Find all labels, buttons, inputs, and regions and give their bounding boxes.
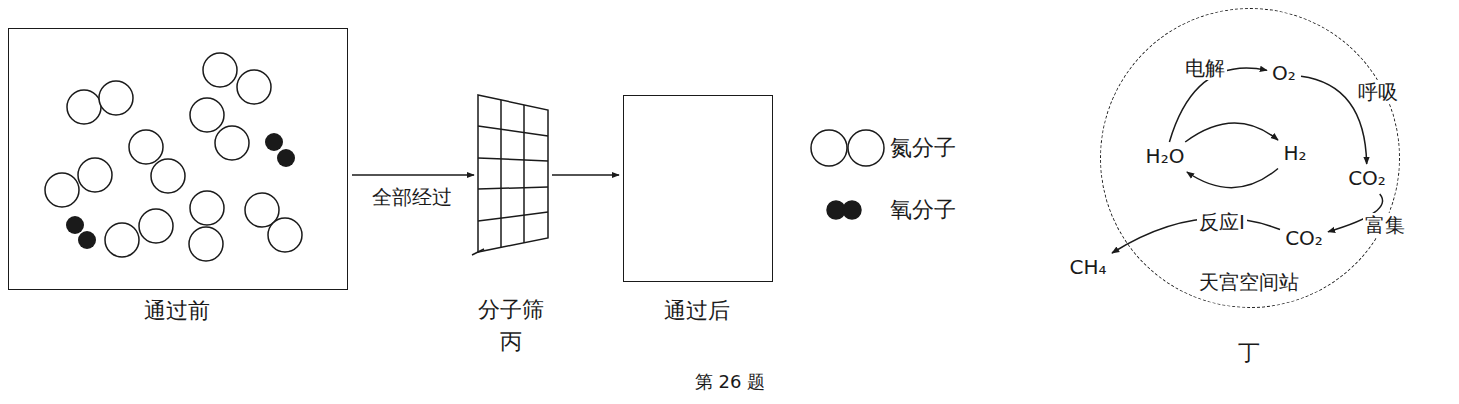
oxygen-sample [827,201,861,219]
legend-text: 氧分子 [890,197,956,223]
region-circle: 天宫空间站丁O₂H₂OH₂CO₂CO₂ [1100,8,1400,308]
arrow-connector [1112,218,1280,253]
edge-label: 全部经过 [370,185,454,209]
nitrogen-molecules [45,53,302,261]
node-title: 天宫空间站 [1199,270,1299,294]
sample-box: 通过后 [623,95,773,282]
arrow-connector [1187,168,1278,187]
formula-label: CO₂ [1282,226,1326,250]
formula-label: O₂ [1269,61,1299,85]
legend-text: 氮分子 [890,135,956,161]
edge-label: 反应Ⅰ [1197,210,1247,234]
sieve-grid [472,95,548,255]
node-title: 通过前 [144,298,210,324]
formula-label: H₂O [1143,144,1188,168]
substance-node: H₂O [1143,144,1188,170]
substance-node: CH₄ [1066,255,1110,281]
edge-label: 富集 [1363,213,1407,237]
figure-label: 丙 [500,329,522,355]
node-title: 分子筛 [478,297,544,323]
formula-label: H₂ [1280,141,1310,165]
formula-label: CH₄ [1066,255,1110,279]
arrow-connector [552,174,619,176]
figure-label: 丁 [1238,340,1260,366]
substance-node: CO₂ [1345,166,1389,192]
substance-node: O₂ [1269,61,1299,87]
edge-label: 电解 [1183,56,1227,80]
substance-node: H₂ [1280,141,1310,167]
arrow-connector [1185,123,1278,142]
sieve-shape: 分子筛丙 [478,95,548,252]
node-title: 通过后 [664,298,730,324]
caption: 第 26 题 [695,371,765,393]
substance-node: CO₂ [1282,226,1326,252]
sample-box: 通过前 [8,28,348,290]
arrow-connector [352,174,474,176]
oxygen-molecules [66,133,295,249]
formula-label: CO₂ [1345,166,1389,190]
edge-label: 呼吸 [1356,80,1400,104]
nitrogen-sample [811,130,884,166]
